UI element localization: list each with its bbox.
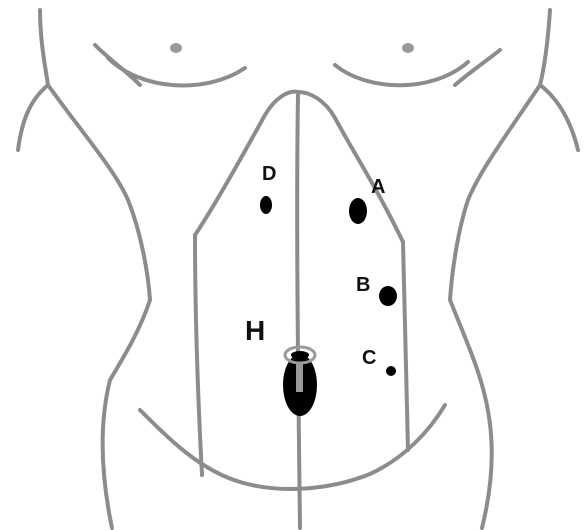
label-a: A — [371, 176, 385, 198]
midline — [297, 95, 300, 528]
label-c: C — [362, 347, 376, 369]
lower-abdomen-contour — [140, 405, 445, 489]
left-lateral-line — [195, 235, 202, 475]
port-marker-d — [260, 196, 272, 214]
label-d: D — [262, 163, 276, 185]
right-nipple — [402, 43, 414, 53]
port-marker-b — [379, 286, 397, 306]
left-chest-contour — [108, 58, 245, 85]
left-torso-outline — [18, 10, 150, 528]
label-h: H — [245, 315, 265, 346]
label-b: B — [356, 274, 370, 296]
port-marker-c — [386, 366, 396, 376]
right-lateral-line — [403, 242, 408, 450]
port-marker-a — [349, 198, 367, 224]
right-chest-contour — [335, 62, 468, 85]
left-nipple — [170, 43, 182, 53]
hasson-port — [283, 347, 317, 416]
right-torso-outline — [450, 10, 578, 528]
